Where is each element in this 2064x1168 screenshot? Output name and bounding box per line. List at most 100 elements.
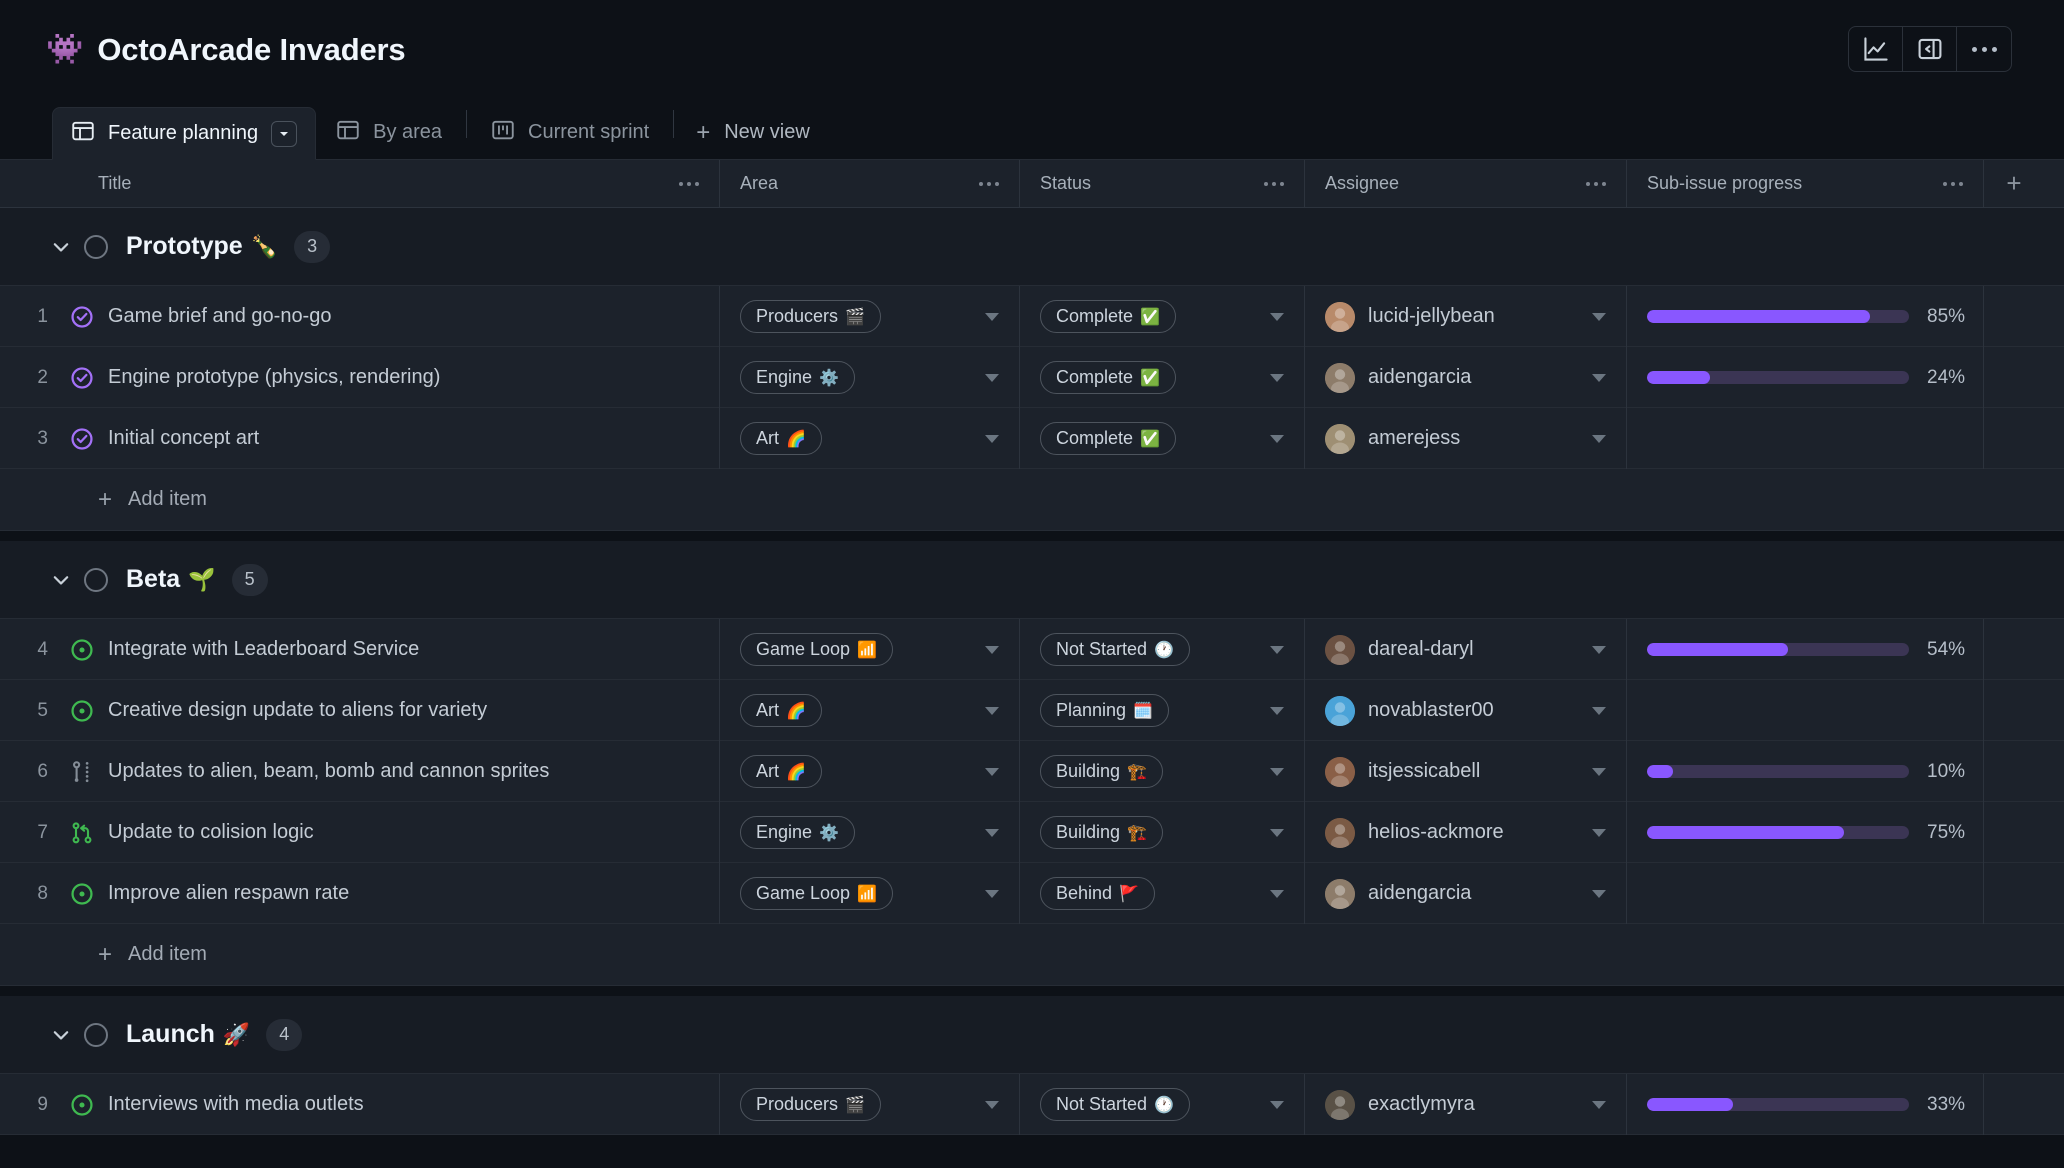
cell-assignee[interactable]: dareal-daryl — [1305, 619, 1627, 680]
cell-dropdown-caret[interactable] — [1270, 312, 1284, 321]
cell-progress[interactable] — [1627, 680, 1984, 741]
add-item-button[interactable]: + Add item — [0, 924, 2064, 986]
chevron-down-icon[interactable] — [38, 1024, 84, 1046]
table-row[interactable]: 5 Creative design update to aliens for v… — [0, 680, 2064, 741]
cell-dropdown-caret[interactable] — [1592, 312, 1606, 321]
cell-status[interactable]: Behind 🚩 — [1020, 863, 1305, 924]
cell-dropdown-caret[interactable] — [985, 645, 999, 654]
cell-dropdown-caret[interactable] — [1592, 645, 1606, 654]
column-menu-icon[interactable] — [679, 181, 699, 186]
cell-title[interactable]: 3 Initial concept art — [0, 408, 720, 469]
cell-title[interactable]: 4 Integrate with Leaderboard Service — [0, 619, 720, 680]
column-header-progress[interactable]: Sub-issue progress — [1627, 159, 1984, 208]
cell-dropdown-caret[interactable] — [985, 889, 999, 898]
cell-title[interactable]: 1 Game brief and go-no-go — [0, 286, 720, 347]
column-header-status[interactable]: Status — [1020, 159, 1305, 208]
column-menu-icon[interactable] — [1586, 181, 1606, 186]
cell-area[interactable]: Art 🌈 — [720, 741, 1020, 802]
cell-dropdown-caret[interactable] — [985, 434, 999, 443]
cell-status[interactable]: Planning 🗓️ — [1020, 680, 1305, 741]
cell-status[interactable]: Not Started 🕐 — [1020, 619, 1305, 680]
cell-progress[interactable]: 24% — [1627, 347, 1984, 408]
cell-dropdown-caret[interactable] — [985, 1100, 999, 1109]
cell-progress[interactable]: 10% — [1627, 741, 1984, 802]
cell-dropdown-caret[interactable] — [1270, 645, 1284, 654]
cell-dropdown-caret[interactable] — [985, 312, 999, 321]
cell-dropdown-caret[interactable] — [1270, 828, 1284, 837]
column-header-title[interactable]: Title — [0, 159, 720, 208]
insights-button[interactable] — [1849, 27, 1903, 71]
cell-assignee[interactable]: novablaster00 — [1305, 680, 1627, 741]
add-item-button[interactable]: + Add item — [0, 469, 2064, 531]
cell-dropdown-caret[interactable] — [985, 828, 999, 837]
overflow-menu-button[interactable] — [1957, 27, 2011, 71]
cell-dropdown-caret[interactable] — [1592, 889, 1606, 898]
tab-feature-planning[interactable]: Feature planning — [52, 107, 317, 160]
cell-assignee[interactable]: aidengarcia — [1305, 863, 1627, 924]
table-row[interactable]: 6 Updates to alien, beam, bomb and canno… — [0, 741, 2064, 802]
cell-dropdown-caret[interactable] — [1592, 373, 1606, 382]
tab-by-area[interactable]: By area — [316, 106, 462, 159]
table-row[interactable]: 2 Engine prototype (physics, rendering) … — [0, 347, 2064, 408]
cell-title[interactable]: 7 Update to colision logic — [0, 802, 720, 863]
group-header-launch[interactable]: Launch 🚀 4 — [0, 996, 2064, 1074]
chevron-down-icon[interactable] — [38, 236, 84, 258]
column-header-area[interactable]: Area — [720, 159, 1020, 208]
cell-dropdown-caret[interactable] — [985, 373, 999, 382]
cell-status[interactable]: Complete ✅ — [1020, 408, 1305, 469]
cell-title[interactable]: 9 Interviews with media outlets — [0, 1074, 720, 1135]
cell-progress[interactable] — [1627, 863, 1984, 924]
cell-dropdown-caret[interactable] — [1270, 767, 1284, 776]
cell-dropdown-caret[interactable] — [1592, 828, 1606, 837]
cell-dropdown-caret[interactable] — [1592, 706, 1606, 715]
cell-status[interactable]: Not Started 🕐 — [1020, 1074, 1305, 1135]
cell-progress[interactable]: 75% — [1627, 802, 1984, 863]
cell-progress[interactable]: 85% — [1627, 286, 1984, 347]
table-row[interactable]: 4 Integrate with Leaderboard Service Gam… — [0, 619, 2064, 680]
cell-dropdown-caret[interactable] — [1270, 706, 1284, 715]
side-panel-button[interactable] — [1903, 27, 1957, 71]
cell-progress[interactable] — [1627, 408, 1984, 469]
cell-dropdown-caret[interactable] — [1270, 889, 1284, 898]
table-row[interactable]: 7 Update to colision logic Engine ⚙️ Bui… — [0, 802, 2064, 863]
cell-area[interactable]: Producers 🎬 — [720, 1074, 1020, 1135]
column-menu-icon[interactable] — [979, 181, 999, 186]
cell-area[interactable]: Engine ⚙️ — [720, 802, 1020, 863]
group-header-prototype[interactable]: Prototype 🍾 3 — [0, 208, 2064, 286]
cell-area[interactable]: Producers 🎬 — [720, 286, 1020, 347]
cell-dropdown-caret[interactable] — [1270, 1100, 1284, 1109]
cell-dropdown-caret[interactable] — [1592, 434, 1606, 443]
cell-dropdown-caret[interactable] — [985, 767, 999, 776]
cell-status[interactable]: Complete ✅ — [1020, 347, 1305, 408]
cell-title[interactable]: 6 Updates to alien, beam, bomb and canno… — [0, 741, 720, 802]
cell-assignee[interactable]: amerejess — [1305, 408, 1627, 469]
cell-assignee[interactable]: exactlymyra — [1305, 1074, 1627, 1135]
add-column-button[interactable]: + — [2006, 168, 2022, 198]
cell-area[interactable]: Game Loop 📶 — [720, 619, 1020, 680]
table-row[interactable]: 1 Game brief and go-no-go Producers 🎬 Co… — [0, 286, 2064, 347]
new-view-button[interactable]: + New view — [678, 106, 828, 159]
table-row[interactable]: 9 Interviews with media outlets Producer… — [0, 1074, 2064, 1135]
cell-status[interactable]: Complete ✅ — [1020, 286, 1305, 347]
table-row[interactable]: 8 Improve alien respawn rate Game Loop 📶… — [0, 863, 2064, 924]
column-menu-icon[interactable] — [1943, 181, 1963, 186]
cell-dropdown-caret[interactable] — [985, 706, 999, 715]
cell-title[interactable]: 2 Engine prototype (physics, rendering) — [0, 347, 720, 408]
cell-title[interactable]: 5 Creative design update to aliens for v… — [0, 680, 720, 741]
cell-area[interactable]: Engine ⚙️ — [720, 347, 1020, 408]
column-header-assignee[interactable]: Assignee — [1305, 159, 1627, 208]
group-header-beta[interactable]: Beta 🌱 5 — [0, 541, 2064, 619]
cell-dropdown-caret[interactable] — [1270, 373, 1284, 382]
cell-area[interactable]: Art 🌈 — [720, 680, 1020, 741]
cell-dropdown-caret[interactable] — [1592, 767, 1606, 776]
table-row[interactable]: 3 Initial concept art Art 🌈 Complete ✅ a… — [0, 408, 2064, 469]
cell-title[interactable]: 8 Improve alien respawn rate — [0, 863, 720, 924]
cell-assignee[interactable]: helios-ackmore — [1305, 802, 1627, 863]
cell-progress[interactable]: 33% — [1627, 1074, 1984, 1135]
cell-progress[interactable]: 54% — [1627, 619, 1984, 680]
cell-status[interactable]: Building 🏗️ — [1020, 802, 1305, 863]
cell-dropdown-caret[interactable] — [1270, 434, 1284, 443]
cell-area[interactable]: Art 🌈 — [720, 408, 1020, 469]
cell-assignee[interactable]: lucid-jellybean — [1305, 286, 1627, 347]
tab-current-sprint[interactable]: Current sprint — [471, 106, 669, 159]
